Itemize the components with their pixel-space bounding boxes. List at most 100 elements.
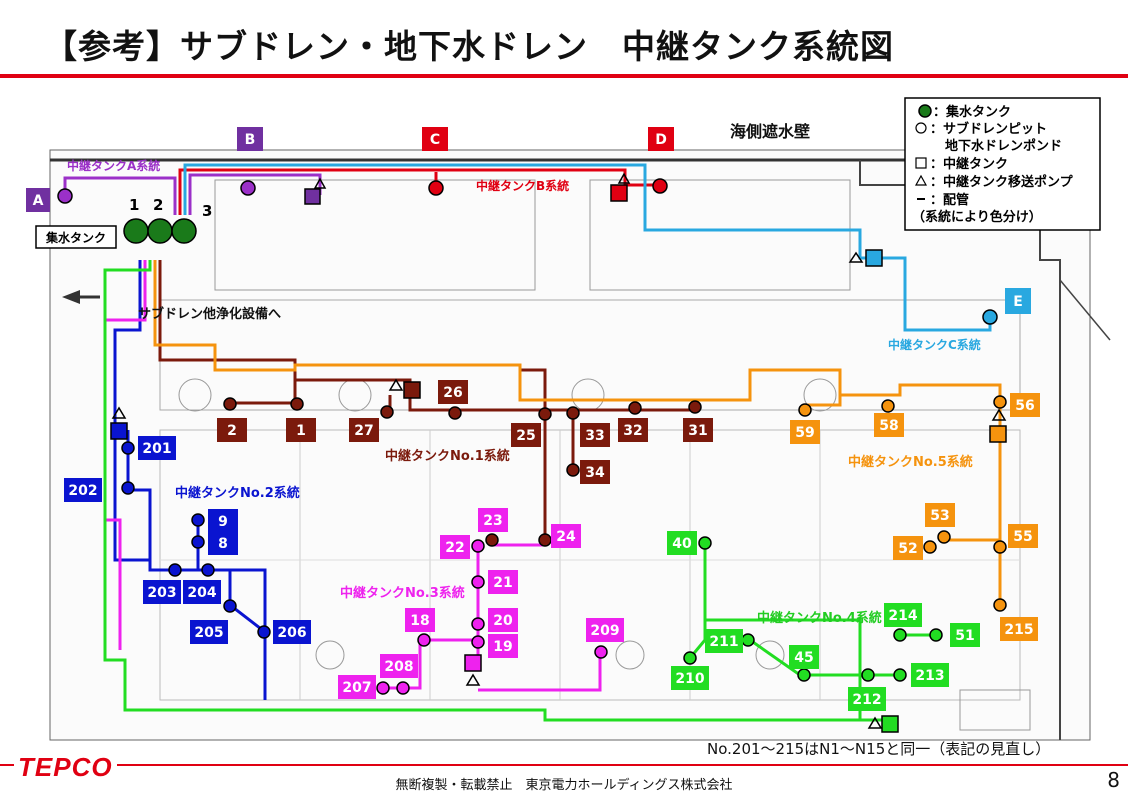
- pit-206: [257, 625, 271, 639]
- note-text: No.201～215はN1～N15と同一（表記の見直し）: [707, 740, 1050, 758]
- relay-tank-4: [881, 715, 899, 733]
- pit-tag-33: 33: [580, 423, 610, 447]
- pit-55: [993, 540, 1007, 554]
- collect-tank-2: [147, 218, 173, 244]
- footer-text: 無断複製・転載禁止 東京電力ホールディングス株式会社: [395, 778, 733, 793]
- pit-tag-23: 23: [478, 508, 508, 532]
- svg-text:202: 202: [68, 483, 97, 499]
- pit-24: [538, 533, 552, 547]
- relay-tanks: [110, 172, 1007, 733]
- pit-202: [121, 481, 135, 495]
- svg-text:8: 8: [218, 536, 228, 552]
- pipe-lines: [63, 163, 1002, 722]
- pit-tag-53: 53: [925, 503, 955, 527]
- svg-text:9: 9: [218, 514, 228, 530]
- system-1-label: 中継タンクNo.1系統: [385, 448, 510, 464]
- svg-text:20: 20: [493, 613, 513, 629]
- relay-tank-3: [464, 654, 482, 672]
- pit-tag-55: 55: [1008, 524, 1038, 548]
- collect-tank-label: 集水タンク: [35, 225, 117, 249]
- pit-tag-19: 19: [488, 634, 518, 658]
- legend-relay-tank-icon: [915, 157, 927, 169]
- pit-209: [594, 645, 608, 659]
- pump-C: [848, 251, 864, 263]
- letter-box-A: A: [26, 188, 50, 212]
- collect-tank-1-number: 1: [129, 196, 139, 214]
- pit-tag-31: 31: [683, 418, 713, 442]
- svg-text:34: 34: [585, 465, 605, 481]
- pit-tag-212: 212: [848, 687, 886, 711]
- letter-box-B: B: [237, 127, 263, 151]
- system-B-label: 中継タンクB系統: [476, 178, 569, 193]
- pit-tag-32: 32: [618, 418, 648, 442]
- pump-3: [465, 673, 481, 686]
- pit-25: [538, 407, 552, 421]
- system-3-label: 中継タンクNo.3系統: [340, 585, 465, 601]
- pit-203: [168, 563, 182, 577]
- letter-box-E: E: [1005, 288, 1031, 314]
- pit-212: [861, 668, 875, 682]
- pit-C: [428, 180, 444, 196]
- pit-tag-59: 59: [790, 420, 820, 444]
- collect-tank-1: [123, 218, 149, 244]
- page-title: 【参考】サブドレン・地下水ドレン 中継タンク系統図: [44, 27, 894, 66]
- svg-text:51: 51: [955, 628, 974, 644]
- svg-text:24: 24: [556, 529, 576, 545]
- pit-52: [923, 540, 937, 554]
- pump-1: [388, 378, 404, 391]
- svg-text:210: 210: [675, 671, 704, 687]
- system-2-label: 中継タンクNo.2系統: [175, 485, 300, 501]
- pit-tag-207: 207: [338, 675, 376, 699]
- svg-text:214: 214: [888, 608, 917, 624]
- svg-text:2: 2: [227, 423, 237, 439]
- legend-pit-2: 地下水ドレンポンド: [945, 138, 1062, 154]
- svg-text:209: 209: [590, 623, 619, 639]
- pit-tag-209: 209: [586, 618, 624, 642]
- pit-tag-1: 1: [286, 418, 316, 442]
- pit-tag-52: 52: [893, 536, 923, 560]
- svg-text:22: 22: [445, 540, 464, 556]
- svg-text:A: A: [33, 193, 44, 209]
- pit-A: [57, 188, 73, 204]
- to-purification-label: サブドレン他浄化設備へ: [138, 306, 281, 322]
- pit-tag-201: 201: [138, 436, 176, 460]
- relay-tank-1: [403, 381, 421, 399]
- collect-tanks: 1 2 3: [123, 196, 212, 244]
- pit-2: [223, 397, 237, 411]
- pit-34: [566, 463, 580, 477]
- pump-2: [111, 406, 127, 419]
- pit-201: [121, 441, 135, 455]
- pump-A: [313, 177, 327, 189]
- pit-tag-21: 21: [488, 570, 518, 594]
- pit-210: [683, 651, 697, 665]
- pit-tag-22: 22: [440, 535, 470, 559]
- svg-text:211: 211: [709, 634, 738, 650]
- pit-B1: [240, 180, 256, 196]
- pit-21: [471, 575, 485, 589]
- letter-box-C: C: [422, 127, 448, 151]
- pit-tag-56: 56: [1010, 393, 1040, 417]
- relay-tank-A: [304, 188, 321, 205]
- pit-32: [628, 401, 642, 415]
- pit-tag-214: 214: [884, 603, 922, 627]
- pit-51: [929, 628, 943, 642]
- collect-tank-3-number: 3: [202, 202, 212, 220]
- pit-19: [471, 635, 485, 649]
- pit-tag-203: 203: [143, 580, 181, 604]
- pit-215: [993, 598, 1007, 612]
- pit-tag-40: 40: [667, 531, 697, 555]
- pit-tag-208: 208: [380, 654, 418, 678]
- relay-tank-5: [989, 425, 1007, 443]
- svg-text:53: 53: [930, 508, 949, 524]
- pit-213: [893, 668, 907, 682]
- pit-tag-18: 18: [405, 608, 435, 632]
- svg-text:56: 56: [1015, 398, 1034, 414]
- svg-text:203: 203: [147, 585, 176, 601]
- svg-text:207: 207: [342, 680, 371, 696]
- pit-53: [937, 530, 951, 544]
- title-rule: [0, 74, 1128, 78]
- pit-tag-205: 205: [190, 620, 228, 644]
- svg-text:31: 31: [688, 423, 707, 439]
- svg-text:1: 1: [296, 423, 306, 439]
